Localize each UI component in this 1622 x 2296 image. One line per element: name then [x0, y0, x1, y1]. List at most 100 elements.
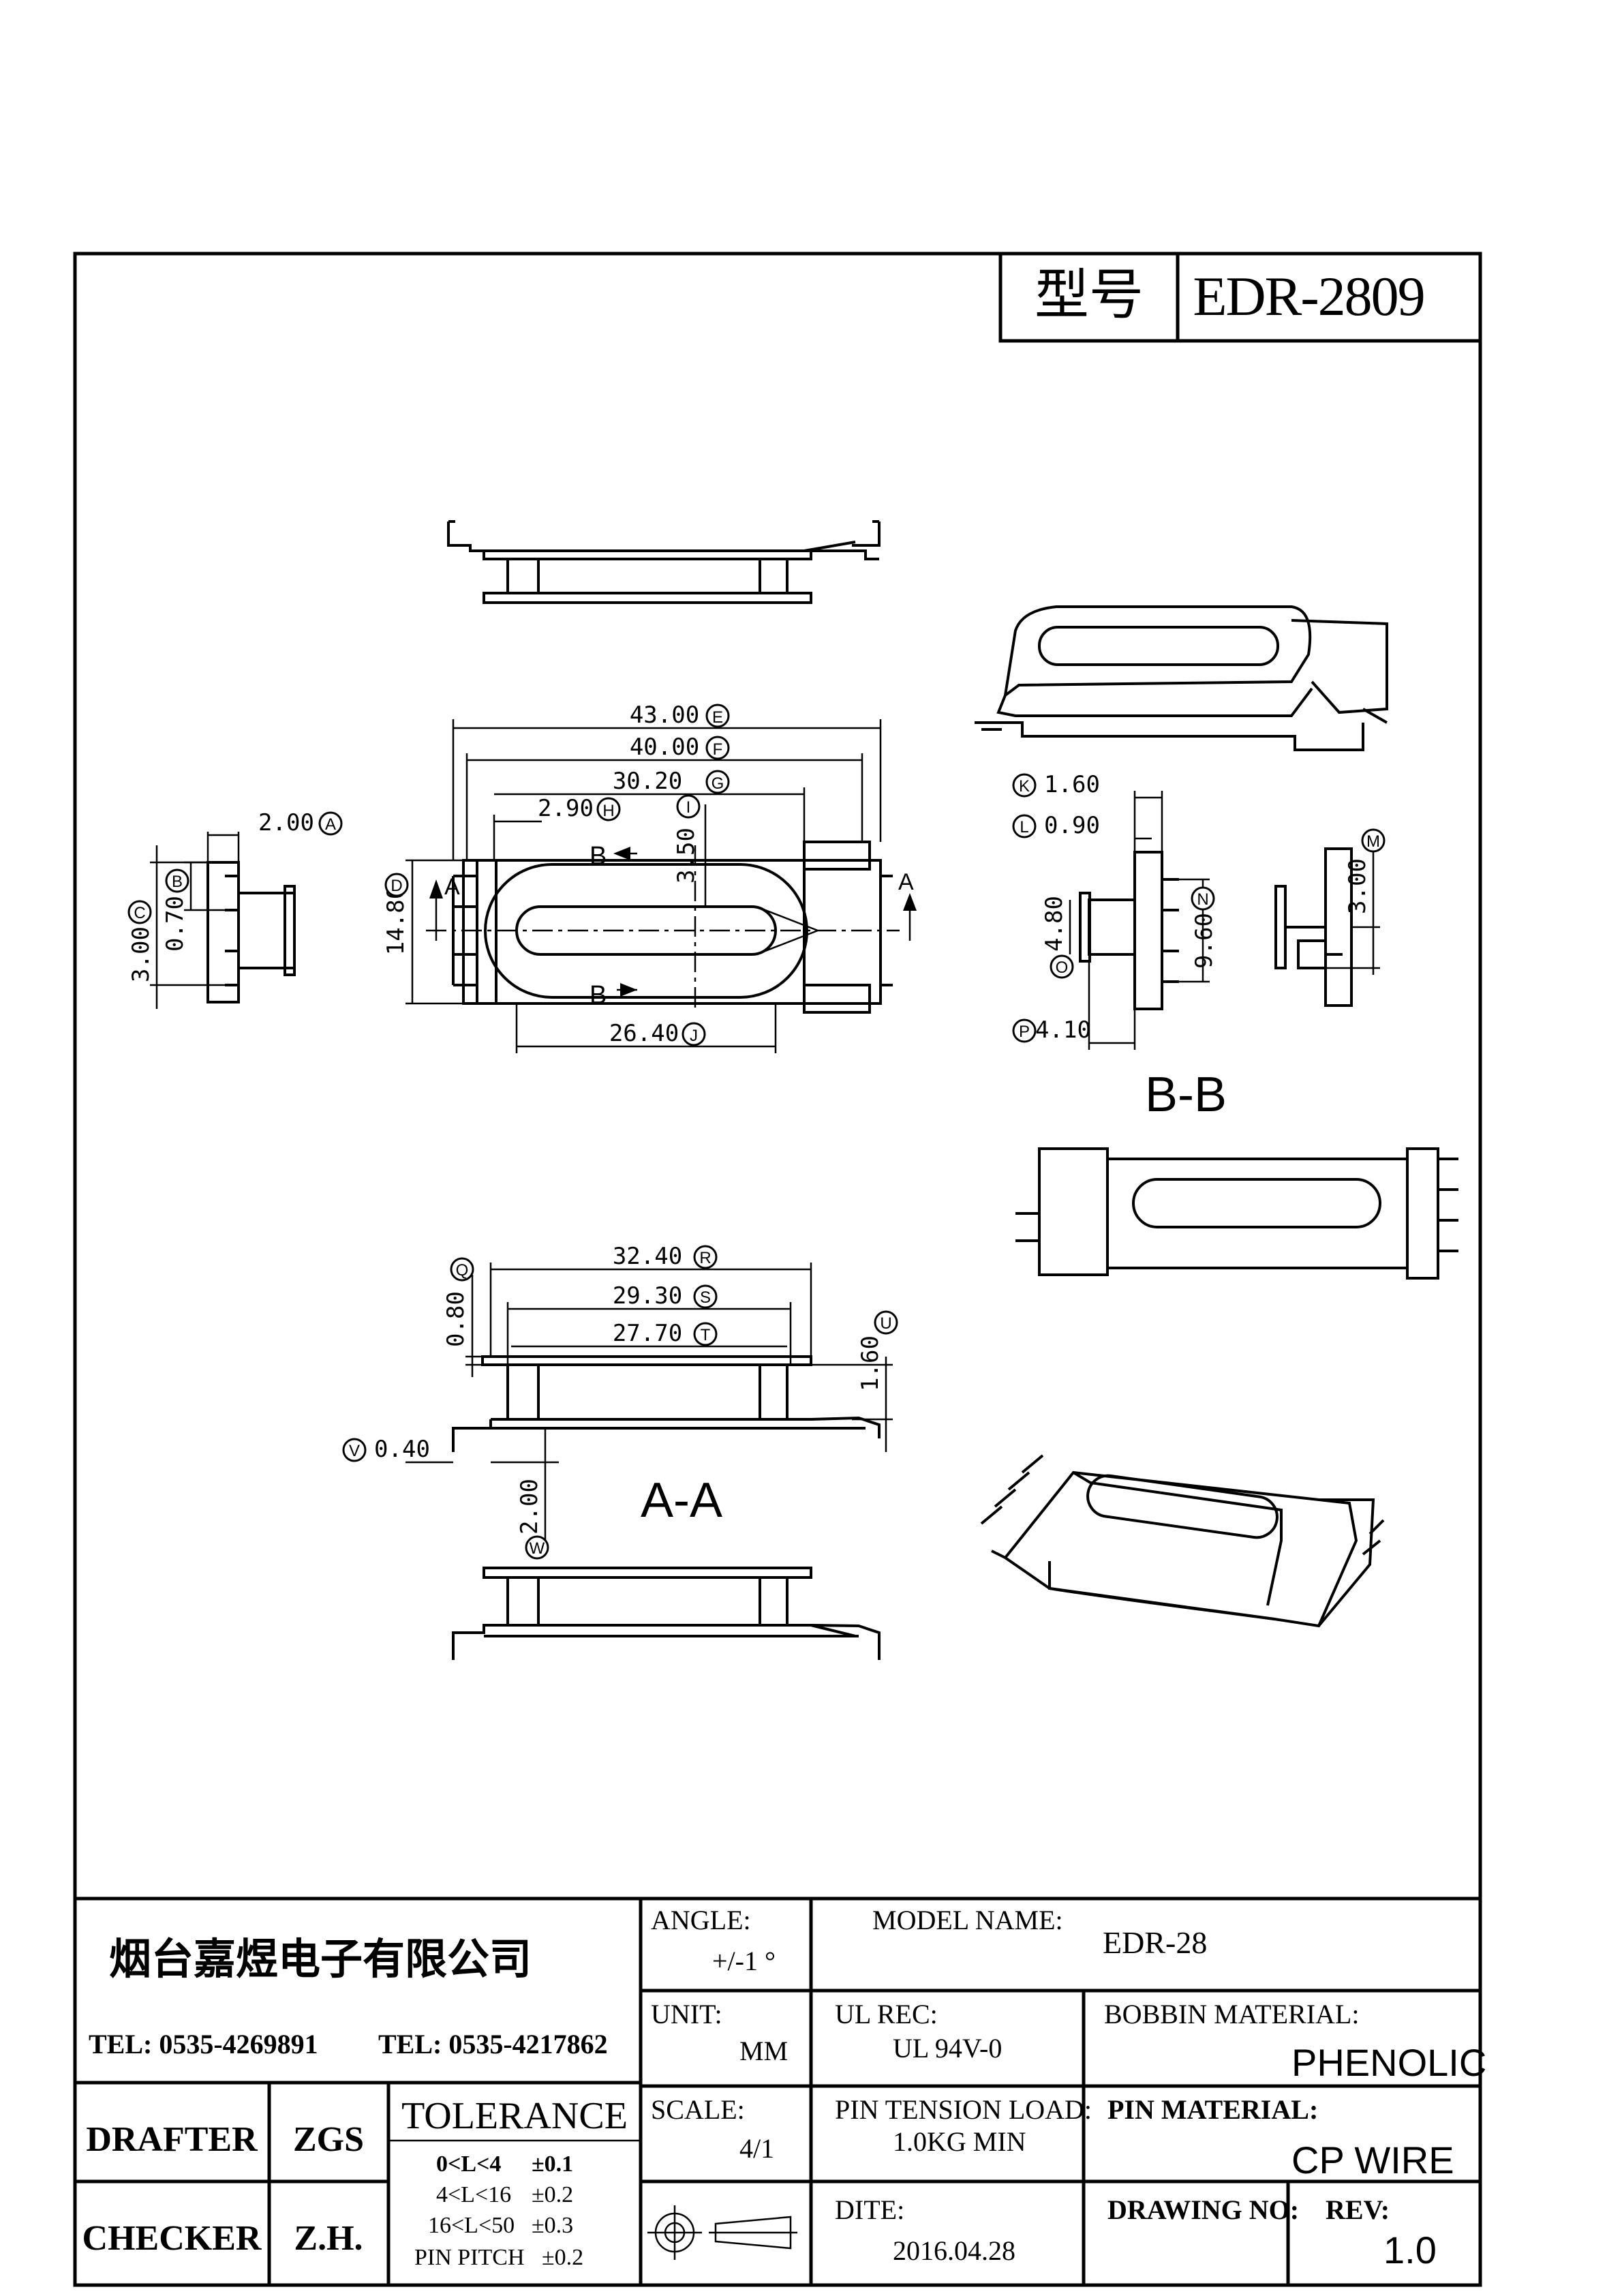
- section-bb-title: B-B: [1145, 1068, 1227, 1122]
- bobbin-value: PHENOLIC: [1291, 2041, 1486, 2084]
- bobbin-label: BOBBIN MATERIAL:: [1104, 1999, 1359, 2029]
- projection-symbol: [647, 2205, 797, 2260]
- dim-u-letter: U: [880, 1314, 891, 1333]
- dim-k-value: 1.60: [1044, 771, 1100, 798]
- drafter-label: DRAFTER: [86, 2120, 258, 2159]
- dim-o-letter: O: [1056, 958, 1069, 977]
- dim-t-letter: T: [701, 1326, 711, 1344]
- model-label: 型号: [1035, 266, 1144, 326]
- section-bb: B-B: [1015, 1068, 1458, 1280]
- dim-b-value: 0.70: [162, 896, 189, 952]
- dim-d-letter: D: [391, 877, 402, 895]
- drawing-no-label: DRAWING NO:: [1107, 2194, 1299, 2225]
- dim-n-value: 9.60: [1191, 913, 1218, 969]
- dim-p-value: 4.10: [1035, 1016, 1091, 1044]
- dim-v-letter: V: [349, 1442, 360, 1460]
- dim-j-value: 26.40: [609, 1020, 679, 1047]
- model-name-label: MODEL NAME:: [872, 1905, 1063, 1935]
- ul-label: UL REC:: [835, 1999, 938, 2029]
- dim-p-letter: P: [1019, 1023, 1030, 1041]
- scale-value: 4/1: [739, 2133, 774, 2164]
- tel-2: TEL: 0535-4217862: [378, 2029, 608, 2059]
- dim-o-value: 4.80: [1041, 896, 1068, 952]
- dim-w-letter: W: [530, 1539, 545, 1558]
- dim-m-letter: M: [1366, 832, 1380, 851]
- dim-r-letter: R: [699, 1249, 711, 1267]
- angle-label: ANGLE:: [651, 1905, 751, 1935]
- rev-label: REV:: [1326, 2194, 1390, 2225]
- dim-d-value: 14.80: [382, 886, 410, 955]
- date-label: DITE:: [835, 2194, 904, 2225]
- bottom-side-view: [452, 1567, 881, 1660]
- dim-c-letter: C: [134, 904, 145, 922]
- dim-j-letter: J: [690, 1027, 698, 1045]
- dim-l-letter: L: [1020, 818, 1028, 836]
- model-value: EDR-2809: [1193, 265, 1424, 327]
- dim-i-value: 3.50: [673, 828, 700, 883]
- right-end-view: K 1.60 L 0.90 N 9.60 4.80 O P 4.10: [1012, 771, 1218, 1050]
- tolerance-label: TOLERANCE: [401, 2095, 628, 2137]
- checker-value: Z.H.: [294, 2219, 363, 2258]
- isometric-view-bottom: [980, 1454, 1385, 1628]
- dim-c-value: 3.00: [127, 926, 155, 982]
- tel-1: TEL: 0535-4269891: [89, 2029, 318, 2059]
- dim-i-letter: I: [686, 798, 691, 817]
- dim-h-value: 2.90: [538, 795, 594, 822]
- dim-e-value: 43.00: [630, 701, 699, 729]
- checker-label: CHECKER: [82, 2219, 262, 2258]
- scale-label: SCALE:: [651, 2094, 745, 2125]
- dim-r-value: 32.40: [613, 1243, 682, 1270]
- dim-f-value: 40.00: [630, 734, 699, 761]
- pin-material-value: CP WIRE: [1291, 2139, 1454, 2181]
- plan-dimensions: 43.00 E 40.00 F 30.20 G 2.90 H 3.50 I 26…: [382, 701, 917, 1053]
- unit-label: UNIT:: [651, 1999, 722, 2029]
- dim-f-letter: F: [713, 740, 723, 759]
- drafter-value: ZGS: [293, 2120, 364, 2159]
- tol-range-3: 16<L<50: [428, 2213, 515, 2238]
- tol-value-1: ±0.1: [532, 2151, 573, 2177]
- company-name: 烟台嘉煜电子有限公司: [109, 1936, 532, 1983]
- section-a-right: A: [898, 869, 914, 895]
- footer-table: 烟台嘉煜电子有限公司 TEL: 0535-4269891 TEL: 0535-4…: [75, 1897, 1486, 2285]
- isometric-view-top: [975, 605, 1388, 751]
- dim-b-letter: B: [172, 873, 183, 891]
- section-a-left: A: [444, 874, 460, 900]
- angle-value: +/-1 °: [712, 1946, 776, 1976]
- tol-range-4: PIN PITCH: [414, 2245, 525, 2270]
- pin-tension-value: 1.0KG MIN: [893, 2126, 1026, 2157]
- plan-view: [426, 841, 900, 1014]
- section-aa: 32.40 R 29.30 S 27.70 T Q 0.80 U 1.60 V …: [342, 1243, 898, 1560]
- model-name-value: EDR-28: [1103, 1925, 1207, 1960]
- pin-tension-label: PIN TENSION LOAD:: [835, 2094, 1092, 2125]
- dim-e-letter: E: [712, 708, 723, 727]
- dim-l-value: 0.90: [1044, 812, 1100, 839]
- dim-n-letter: N: [1197, 890, 1208, 909]
- tol-range-2: 4<L<16: [436, 2182, 511, 2207]
- dim-s-letter: S: [700, 1288, 711, 1307]
- dim-u-value: 1.60: [857, 1335, 884, 1391]
- unit-value: MM: [739, 2036, 788, 2066]
- dim-h-letter: H: [602, 802, 614, 820]
- title-box: 型号 EDR-2809: [998, 252, 1482, 343]
- dim-v-value: 0.40: [374, 1436, 430, 1463]
- tol-range-1: 0<L<4: [436, 2151, 501, 2177]
- date-value: 2016.04.28: [893, 2235, 1015, 2266]
- rev-value: 1.0: [1383, 2229, 1437, 2271]
- drawing-frame: [73, 252, 1482, 2287]
- section-b-top: B: [590, 842, 607, 871]
- dim-a-letter: A: [325, 815, 336, 834]
- dim-t-value: 27.70: [613, 1320, 682, 1347]
- dim-q-letter: Q: [456, 1261, 469, 1280]
- left-end-view: 2.00 A 0.70 B 3.00 C: [127, 809, 343, 1009]
- dim-g-letter: G: [711, 774, 724, 793]
- tol-value-4: ±0.2: [542, 2245, 583, 2270]
- dim-g-value: 30.20: [613, 768, 682, 795]
- dim-m-value: 3.00: [1344, 858, 1371, 914]
- top-side-view: [447, 520, 881, 604]
- dim-q-value: 0.80: [442, 1291, 470, 1347]
- pin-material-label: PIN MATERIAL:: [1107, 2094, 1318, 2125]
- dim-w-value: 2.00: [516, 1479, 543, 1535]
- dim-a-value: 2.00: [258, 809, 314, 836]
- section-b-bottom: B: [590, 981, 607, 1010]
